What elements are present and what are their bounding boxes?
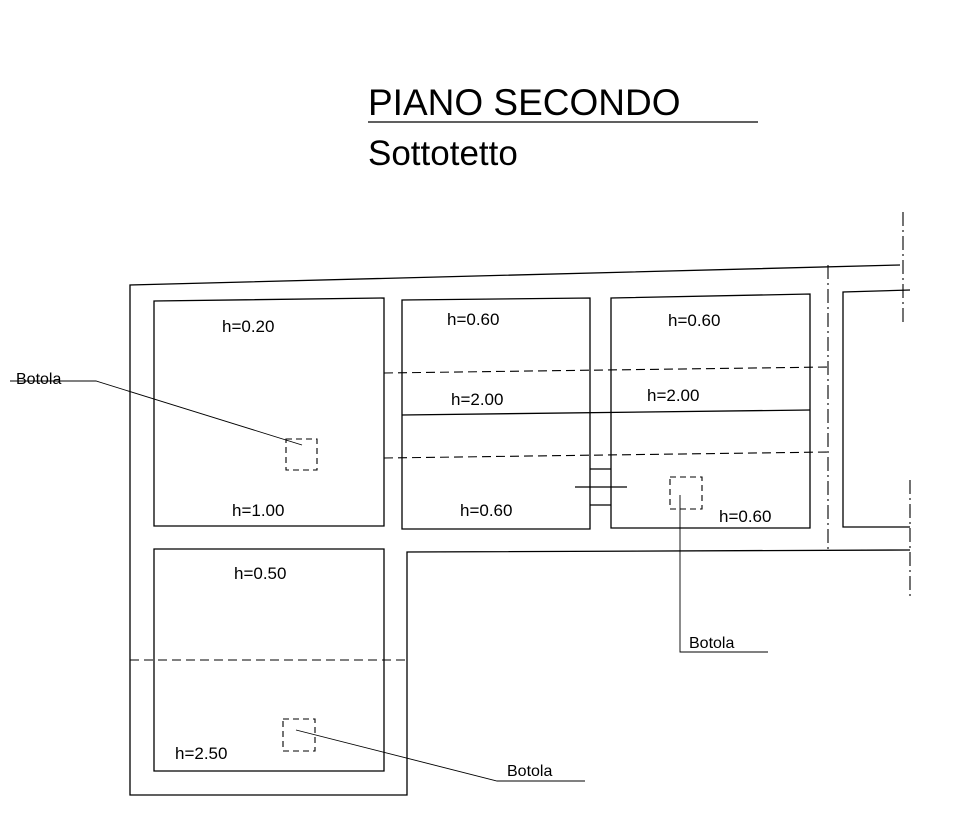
dashed-line	[383, 366, 829, 374]
height-label: h=0.60	[719, 507, 771, 526]
height-label: h=0.50	[234, 564, 286, 583]
height-label: h=2.00	[647, 386, 699, 405]
room-1	[153, 297, 385, 527]
plan-title: PIANO SECONDO	[368, 82, 681, 123]
leader-line	[10, 380, 303, 446]
leader-line	[679, 495, 768, 653]
connector	[575, 468, 627, 506]
room-2	[401, 297, 591, 530]
height-label: h=0.20	[222, 317, 274, 336]
hatch-3	[282, 718, 316, 752]
room-4	[842, 289, 911, 528]
plan-subtitle: Sottotetto	[368, 134, 518, 173]
room-3	[610, 293, 811, 529]
hatch-1	[285, 438, 318, 471]
hatch-label: Botola	[507, 763, 552, 780]
height-label: h=0.60	[460, 501, 512, 520]
outer-walls	[129, 264, 911, 796]
hatch-label: Botola	[689, 635, 734, 652]
height-label: h=2.50	[175, 744, 227, 763]
height-label: h=0.60	[668, 311, 720, 330]
height-label: h=1.00	[232, 501, 284, 520]
ridge-line	[401, 409, 811, 416]
dashed-line	[383, 451, 829, 459]
height-label: h=2.00	[451, 390, 503, 409]
hatch-2	[669, 476, 703, 510]
room-5	[153, 548, 385, 772]
leader-line	[295, 729, 585, 782]
height-label: h=0.60	[447, 310, 499, 329]
hatch-label: Botola	[16, 371, 61, 388]
